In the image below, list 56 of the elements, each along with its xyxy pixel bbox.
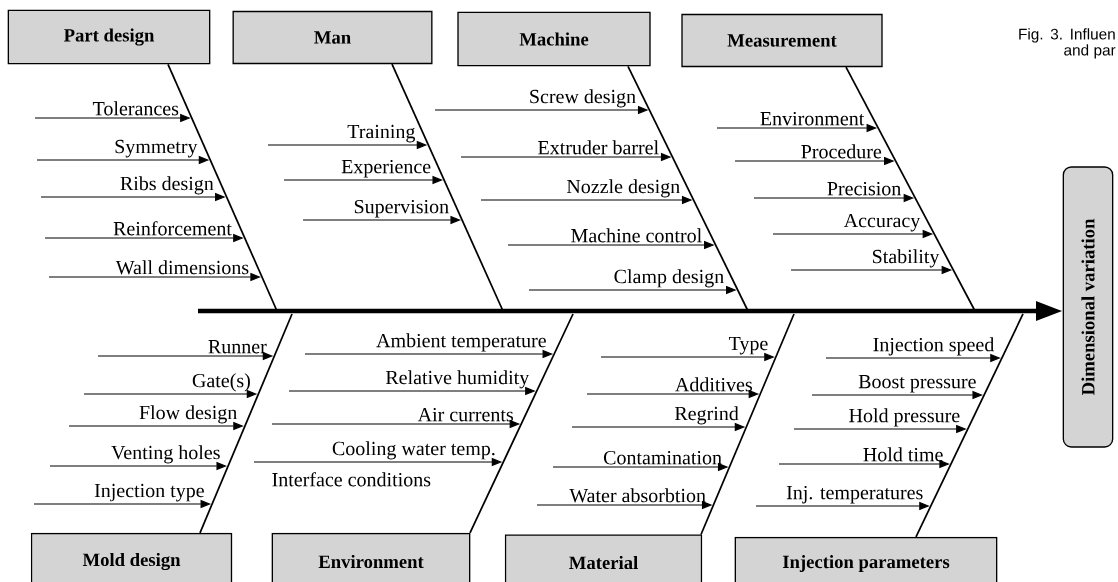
category-box: Part design: [7, 9, 211, 65]
cause-label: Air currents: [417, 407, 513, 422]
cause-label: Injection type: [94, 483, 204, 502]
cause-label: Procedure: [801, 144, 882, 159]
cause-label: Training: [347, 124, 416, 143]
cause-label: Type: [728, 337, 768, 355]
category-box: Environment: [271, 532, 471, 582]
bone-line: [627, 65, 749, 312]
cause-label: Venting holes: [111, 445, 220, 464]
cause-label: Boost pressure: [858, 375, 976, 393]
cause-label: Injection speed: [873, 337, 995, 356]
cause-label: Hold pressure: [849, 408, 960, 427]
cause-label: Regrind: [674, 406, 739, 425]
cause-label: Ambient temperature: [376, 333, 546, 352]
cause-label: Interface conditions: [272, 472, 431, 487]
category-box: Machine: [457, 11, 651, 67]
bone-line: [391, 63, 504, 312]
cause-label: Runner: [208, 340, 267, 354]
cause-label: Flow design: [139, 405, 237, 424]
category-box: Injection parameters: [734, 536, 998, 582]
figure-caption: Fig. 3. Influen and par: [1019, 28, 1116, 59]
bone-line: [469, 313, 574, 534]
cause-label: Gate(s): [192, 373, 250, 392]
effect-box: Dimensional variation: [1062, 166, 1114, 448]
bone-line: [199, 313, 293, 534]
cause-label: Nozzle design: [566, 179, 680, 198]
cause-label: Water absorbtion: [569, 488, 706, 503]
bone-line: [167, 63, 278, 312]
cause-label: Accuracy: [843, 213, 921, 232]
cause-label: Hold time: [863, 447, 943, 462]
bone-line: [700, 313, 795, 536]
category-box: Measurement: [681, 13, 883, 68]
bone-line: [845, 66, 976, 312]
cause-label: Reinforcement: [113, 221, 232, 236]
category-box: Mold design: [30, 532, 233, 582]
cause-label: Extruder barrel: [538, 140, 659, 155]
cause-label: Contamination: [603, 450, 722, 465]
cause-label: Screw design: [530, 89, 636, 108]
cause-label: Stability: [872, 249, 940, 268]
cause-label: Supervision: [354, 199, 449, 218]
category-box: Material: [504, 534, 703, 582]
cause-label: Relative humidity: [385, 370, 530, 389]
cause-label: Clamp design: [614, 269, 724, 288]
cause-label: Tolerances: [92, 101, 179, 116]
category-box: Man: [232, 10, 433, 65]
cause-label: Additives: [675, 377, 752, 392]
cause-label: Symmetry: [115, 139, 198, 158]
cause-label: Experience: [341, 159, 431, 178]
cause-label: Ribs design: [120, 176, 214, 195]
cause-label: Precision: [827, 181, 901, 196]
bone-line: [915, 313, 1024, 538]
cause-label: Environment: [760, 111, 865, 126]
cause-label: Cooling water temp.: [332, 441, 495, 460]
cause-label: Wall dimensions: [115, 260, 249, 275]
cause-label: Inj. temperatures: [786, 485, 923, 504]
cause-label: Machine control: [571, 228, 702, 243]
